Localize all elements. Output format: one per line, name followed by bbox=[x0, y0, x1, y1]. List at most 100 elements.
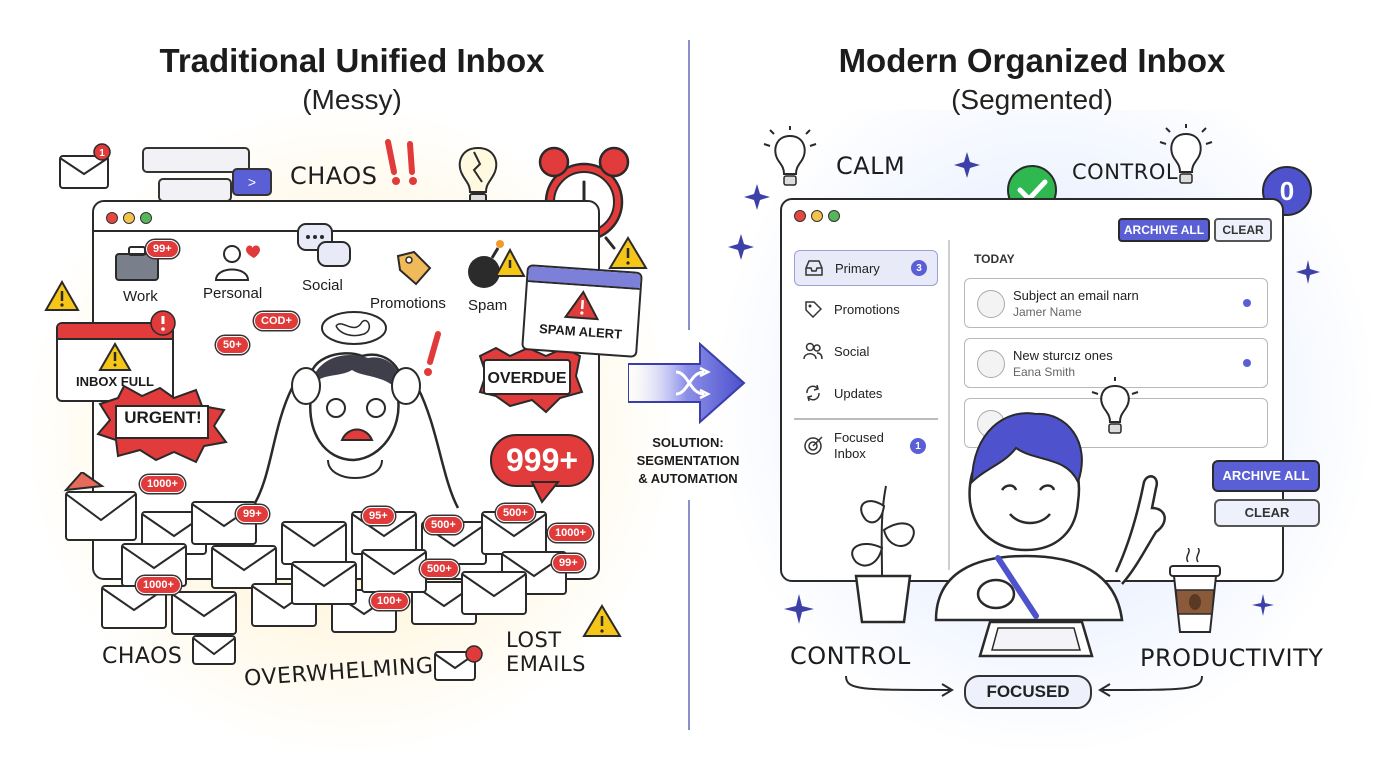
sidebar-item-promotions[interactable]: Promotions bbox=[794, 292, 936, 326]
count-badge: 500+ bbox=[424, 516, 463, 534]
productivity-label: PRODUCTIVITY bbox=[1140, 644, 1324, 672]
arrow-left-icon bbox=[1098, 675, 1203, 697]
count-badge: COD+ bbox=[254, 312, 299, 330]
warning-icon bbox=[608, 236, 648, 269]
minimize-dot bbox=[123, 212, 135, 224]
bomb-icon bbox=[468, 240, 526, 288]
focused-pill: FOCUSED bbox=[964, 675, 1092, 709]
sidebar-item-updates[interactable]: Updates bbox=[794, 376, 936, 410]
email-subject: New sturcız ones bbox=[1013, 348, 1113, 363]
floating-archive-all-button[interactable]: ARCHIVE ALL bbox=[1212, 460, 1320, 492]
stressed-person-illustration bbox=[250, 311, 460, 509]
sparkle-icon bbox=[1252, 594, 1274, 616]
sparkle-icon bbox=[728, 234, 754, 260]
unread-count: 3 bbox=[911, 260, 927, 276]
envelope-icon bbox=[192, 635, 236, 665]
unread-count: 1 bbox=[910, 438, 926, 454]
person-heart-icon bbox=[214, 245, 260, 281]
calm-label: CALM bbox=[836, 152, 906, 180]
inbox-full-alert: INBOX FULL bbox=[56, 322, 174, 402]
urgent-burst-icon bbox=[96, 384, 228, 464]
archive-all-button[interactable]: ARCHIVE ALL bbox=[1118, 218, 1210, 242]
count-badge: 99+ bbox=[146, 240, 179, 258]
inbox-full-label: INBOX FULL bbox=[76, 374, 154, 389]
sparkle-icon bbox=[744, 184, 770, 210]
lost-emails-label: LOST EMAILS bbox=[506, 628, 586, 676]
count-badge: 500+ bbox=[420, 560, 459, 578]
tag-icon bbox=[802, 300, 824, 318]
arrow-right-icon bbox=[845, 675, 954, 697]
maximize-dot bbox=[828, 210, 840, 222]
sparkle-icon bbox=[954, 152, 980, 178]
category-social: Social bbox=[302, 277, 343, 294]
send-button-icon: > bbox=[232, 168, 272, 196]
minimize-dot bbox=[811, 210, 823, 222]
clear-button[interactable]: CLEAR bbox=[1214, 218, 1272, 242]
left-subtitle: (Messy) bbox=[302, 84, 402, 115]
refresh-icon bbox=[802, 384, 824, 402]
center-divider bbox=[688, 40, 690, 330]
email-subject: Subject an email narn bbox=[1013, 288, 1139, 303]
plant-icon bbox=[851, 485, 915, 624]
sidebar-item-label: Focused Inbox bbox=[834, 430, 884, 461]
warning-icon bbox=[582, 604, 622, 637]
window-controls bbox=[106, 212, 152, 224]
email-sender: Eana Smith bbox=[1013, 365, 1076, 379]
solution-arrow-icon bbox=[628, 342, 746, 424]
people-icon bbox=[802, 342, 824, 360]
count-badge: 100+ bbox=[370, 592, 409, 610]
chat-bubbles-icon bbox=[297, 223, 351, 267]
count-badge: 500+ bbox=[496, 504, 535, 522]
sidebar-item-label: Updates bbox=[834, 385, 883, 401]
window-controls bbox=[794, 210, 840, 222]
exclamation-icon bbox=[385, 139, 417, 185]
avatar bbox=[977, 290, 1005, 318]
count-badge: 99+ bbox=[236, 505, 269, 523]
sidebar-divider bbox=[794, 418, 938, 420]
alert-title-bar bbox=[58, 324, 172, 340]
floating-clear-button[interactable]: CLEAR bbox=[1214, 499, 1320, 527]
count-badge: 1000+ bbox=[136, 576, 181, 594]
target-icon bbox=[802, 436, 824, 456]
left-title: Traditional Unified Inbox bbox=[159, 42, 545, 79]
briefcase-icon bbox=[115, 246, 159, 281]
right-title: Modern Organized Inbox bbox=[838, 42, 1226, 79]
sidebar-item-focused-inbox[interactable]: Focused Inbox 1 bbox=[794, 426, 936, 466]
coffee-cup-icon bbox=[1169, 548, 1221, 633]
sparkle-icon bbox=[784, 594, 814, 624]
lightbulb-icon bbox=[1159, 124, 1213, 184]
sidebar-item-primary[interactable]: Primary 3 bbox=[794, 250, 938, 286]
overdue-label: OVERDUE bbox=[487, 370, 567, 387]
warning-icon bbox=[563, 290, 600, 321]
email-row[interactable]: Subject an email narn Jamer Name bbox=[964, 278, 1268, 328]
close-dot bbox=[794, 210, 806, 222]
avatar bbox=[977, 350, 1005, 378]
count-badge: 1000+ bbox=[140, 475, 185, 493]
unread-dot bbox=[1243, 359, 1251, 367]
warning-icon bbox=[98, 342, 132, 371]
count-badge: 95+ bbox=[362, 507, 395, 525]
close-dot bbox=[106, 212, 118, 224]
warning-icon bbox=[44, 280, 80, 311]
email-sender: Jamer Name bbox=[1013, 305, 1082, 319]
section-header: TODAY bbox=[974, 252, 1015, 266]
bubble-tail bbox=[530, 481, 560, 504]
count-badge: 50+ bbox=[216, 336, 249, 354]
sparkle-icon bbox=[1296, 260, 1320, 284]
unread-dot bbox=[1243, 299, 1251, 307]
sidebar-item-label: Primary bbox=[835, 260, 880, 276]
envelope-pile-drawing bbox=[63, 472, 567, 635]
envelope-alert-icon bbox=[434, 645, 483, 681]
control-label: CONTROL bbox=[1072, 160, 1179, 184]
count-badge: 1000+ bbox=[548, 524, 593, 542]
category-personal: Personal bbox=[203, 285, 263, 302]
spam-alert-window: SPAM ALERT bbox=[521, 264, 643, 358]
sidebar-item-social[interactable]: Social bbox=[794, 334, 936, 368]
count-badge: 99+ bbox=[552, 554, 585, 572]
inbox-tray-icon bbox=[803, 260, 825, 276]
control-bottom-label: CONTROL bbox=[790, 642, 911, 670]
message-bar bbox=[142, 147, 250, 173]
category-promotions: Promotions bbox=[370, 295, 446, 312]
right-subtitle: (Segmented) bbox=[951, 84, 1113, 115]
tag-icon bbox=[396, 250, 432, 286]
